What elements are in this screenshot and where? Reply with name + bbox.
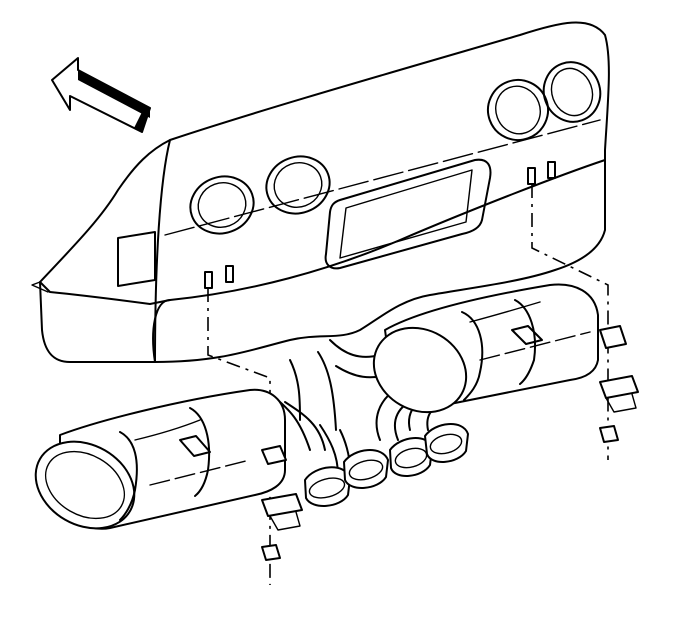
direction-arrow xyxy=(51,57,151,133)
right-hanger-bracket xyxy=(599,325,627,349)
exhaust-tip-4 xyxy=(424,423,469,463)
left-insulator xyxy=(261,493,303,517)
left-muffler xyxy=(34,388,286,530)
mounting-studs xyxy=(204,161,556,289)
exhaust-tips xyxy=(304,423,469,507)
left-hanger-bracket xyxy=(261,445,287,465)
right-nut xyxy=(599,425,619,443)
left-hanger-assembly xyxy=(261,445,303,561)
right-insulator xyxy=(599,375,639,399)
license-plate-recess xyxy=(324,158,492,270)
right-hanger-assembly xyxy=(599,325,639,443)
tail-lamp-openings xyxy=(189,61,602,235)
exhaust-tip-1 xyxy=(304,466,351,507)
left-nut xyxy=(261,544,281,561)
exhaust-tip-2 xyxy=(343,449,389,489)
right-muffler xyxy=(372,283,599,414)
